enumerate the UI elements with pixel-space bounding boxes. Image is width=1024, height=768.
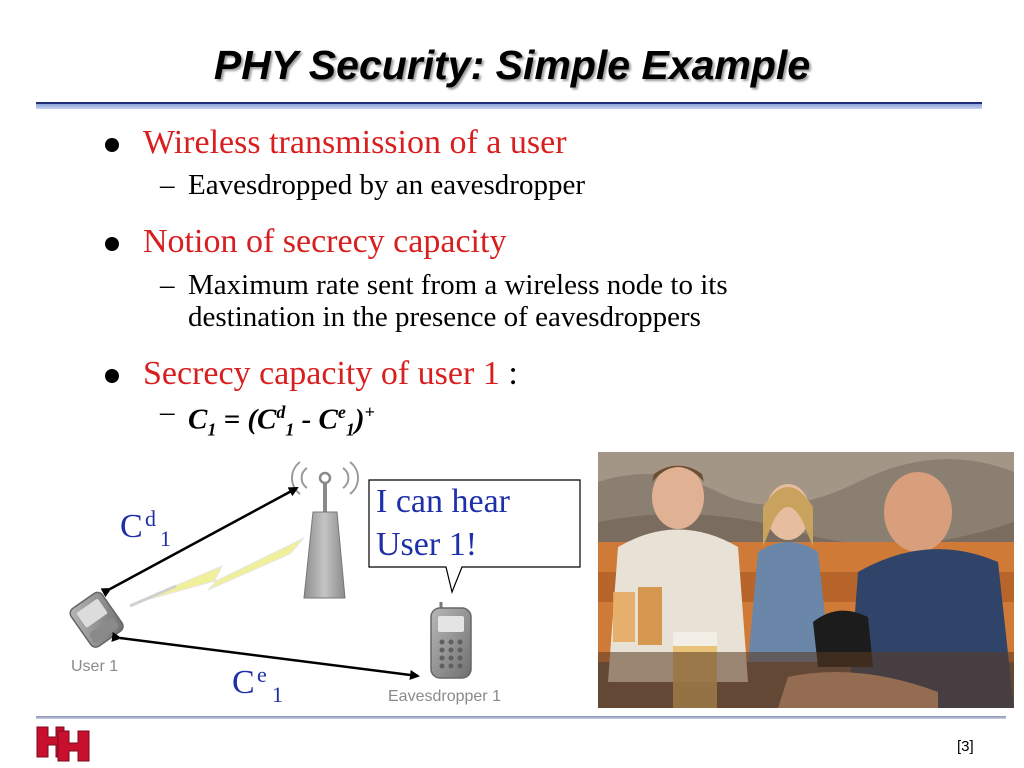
callout-line-2: User 1! [376, 523, 510, 566]
ce-base: C [232, 664, 255, 701]
page-number: [3] [957, 738, 974, 755]
callout-line-1: I can hear [376, 480, 510, 523]
base-station-icon [292, 462, 358, 598]
cd-sup: d [145, 506, 156, 532]
university-logo [34, 723, 94, 763]
ce-sub: 1 [272, 682, 283, 708]
arrow-user-to-eavesdropper [120, 638, 418, 676]
eavesdropper-phone-icon [431, 602, 471, 678]
cd-base: C [120, 508, 143, 545]
user-label: User 1 [71, 658, 118, 676]
cd-sub: 1 [160, 526, 171, 552]
footer-divider [36, 716, 1006, 719]
ce-sup: e [257, 662, 267, 688]
eavesdropper-label: Eavesdropper 1 [388, 688, 501, 706]
bolt-trail [130, 586, 176, 606]
callout-text: I can hear User 1! [376, 480, 510, 566]
ce-label: C e 1 [232, 664, 255, 702]
user-phone-icon [68, 590, 126, 649]
cd-label: C d 1 [120, 508, 143, 546]
people-photo [598, 452, 1014, 708]
